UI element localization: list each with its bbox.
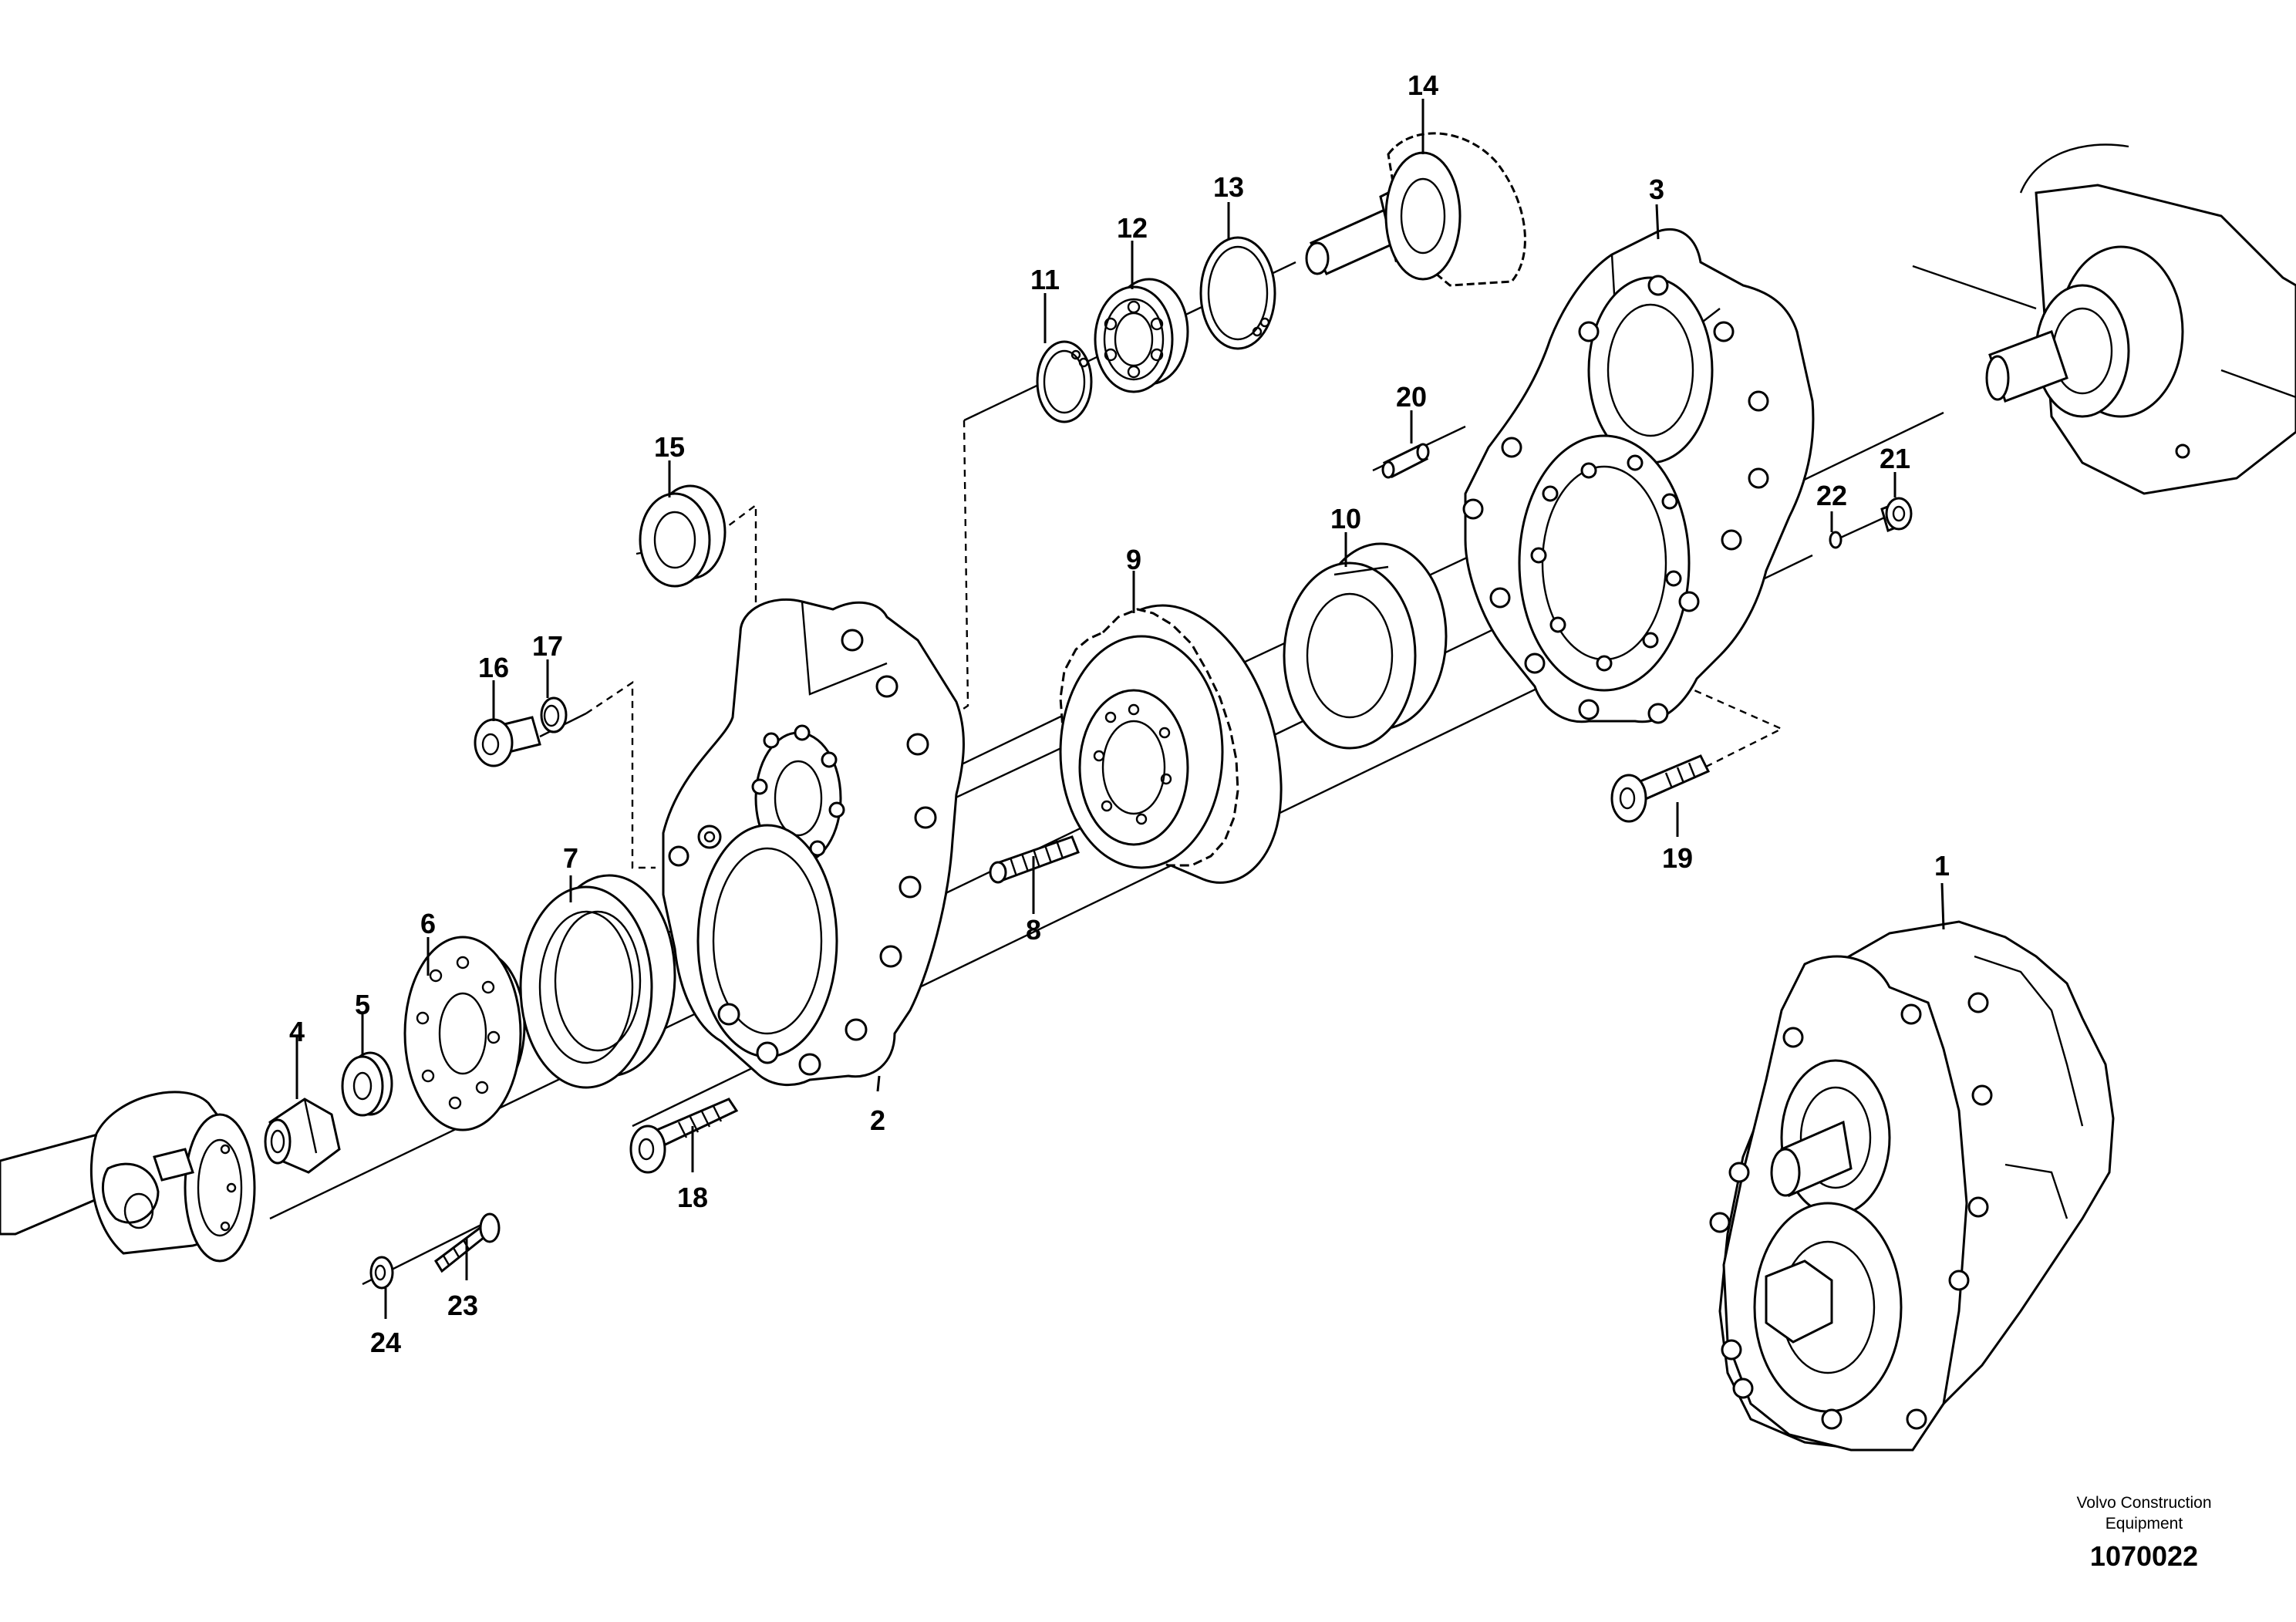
part-15-seal xyxy=(639,484,727,588)
part-3-housing xyxy=(1462,228,1815,724)
callout-labels: 1 2 3 4 5 6 7 8 9 10 11 12 13 14 15 16 1… xyxy=(289,69,1950,1358)
part-5-washer xyxy=(341,1051,393,1117)
part-19-bolt xyxy=(1610,754,1711,823)
callout-20: 20 xyxy=(1396,381,1427,413)
callout-3: 3 xyxy=(1649,174,1664,205)
part-1-assembly xyxy=(1709,920,2115,1452)
document-number: 1070022 xyxy=(2090,1540,2198,1572)
callout-16: 16 xyxy=(478,652,509,683)
part-11-circlip xyxy=(1036,340,1093,423)
callout-12: 12 xyxy=(1117,212,1148,244)
credit-block: Volvo Construction Equipment 1070022 xyxy=(2076,1494,2211,1572)
part-8-stud xyxy=(989,835,1080,884)
part-20-pin xyxy=(1381,443,1430,479)
part-18-bolt xyxy=(629,1098,739,1174)
callout-13: 13 xyxy=(1213,171,1244,203)
callout-15: 15 xyxy=(654,431,685,463)
credit-line-1: Volvo Construction xyxy=(2076,1494,2211,1512)
part-21-plug xyxy=(1880,497,1913,533)
callout-14: 14 xyxy=(1408,69,1438,101)
part-2-cover xyxy=(662,598,965,1087)
callout-8: 8 xyxy=(1026,914,1041,946)
callout-7: 7 xyxy=(563,842,578,874)
reference-drive-unit xyxy=(1912,143,2296,495)
callout-11: 11 xyxy=(1030,264,1060,295)
part-16-plug xyxy=(474,716,541,767)
callout-9: 9 xyxy=(1126,544,1141,575)
part-7-seal xyxy=(519,874,676,1089)
part-10-bearing-ring xyxy=(1283,542,1448,750)
drive-shaft-yoke xyxy=(0,1091,256,1263)
part-24-washer xyxy=(369,1256,394,1290)
credit-line-2: Equipment xyxy=(2106,1515,2183,1533)
callout-10: 10 xyxy=(1330,503,1361,534)
part-9-gear xyxy=(1059,604,1283,884)
callout-19: 19 xyxy=(1662,842,1693,874)
part-4-nut xyxy=(264,1098,341,1174)
callout-18: 18 xyxy=(677,1182,708,1213)
callout-24: 24 xyxy=(370,1327,401,1358)
callout-2: 2 xyxy=(870,1104,885,1136)
callout-6: 6 xyxy=(420,908,436,939)
part-13-circlip xyxy=(1199,236,1276,350)
callout-1: 1 xyxy=(1934,850,1950,882)
callout-5: 5 xyxy=(355,989,370,1020)
callout-4: 4 xyxy=(289,1016,305,1047)
callout-17: 17 xyxy=(532,630,563,662)
callout-21: 21 xyxy=(1880,443,1910,474)
part-22-o-ring xyxy=(1829,531,1843,549)
callout-23: 23 xyxy=(447,1290,478,1321)
leader-lines xyxy=(295,99,1945,1319)
callout-22: 22 xyxy=(1816,480,1847,511)
part-14-pinion-shaft xyxy=(1305,132,1526,287)
part-6-flange xyxy=(403,936,526,1131)
part-17-o-ring xyxy=(540,696,568,733)
part-12-bearing xyxy=(1094,278,1189,393)
part-23-bolt xyxy=(434,1212,501,1273)
